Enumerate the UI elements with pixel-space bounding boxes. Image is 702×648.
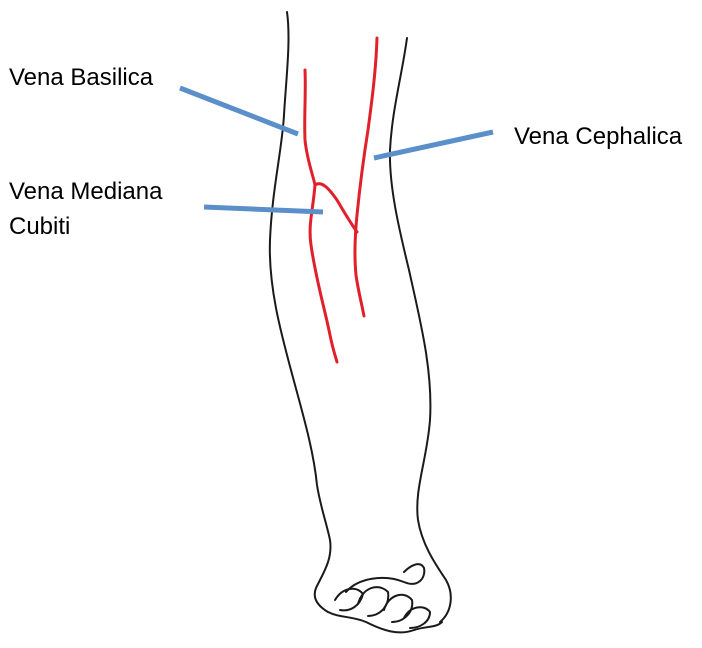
label-vena-mediana-line2: Cubiti	[9, 212, 70, 242]
vena-mediana-cubiti-line	[315, 184, 357, 232]
finger-2	[358, 587, 388, 616]
arm-outline-right	[390, 38, 451, 622]
label-vena-mediana-line1: Vena Mediana	[9, 177, 162, 207]
arm-outline-left	[270, 12, 331, 612]
label-vena-cephalica: Vena Cephalica	[514, 122, 682, 152]
vena-cephalica-line	[355, 38, 377, 316]
leader-mediana-cubiti	[204, 207, 323, 212]
vena-basilica-line	[305, 70, 337, 362]
finger-4	[404, 607, 430, 628]
thumb	[346, 564, 424, 592]
leader-basilica	[180, 88, 298, 134]
label-vena-basilica: Vena Basilica	[9, 63, 153, 93]
